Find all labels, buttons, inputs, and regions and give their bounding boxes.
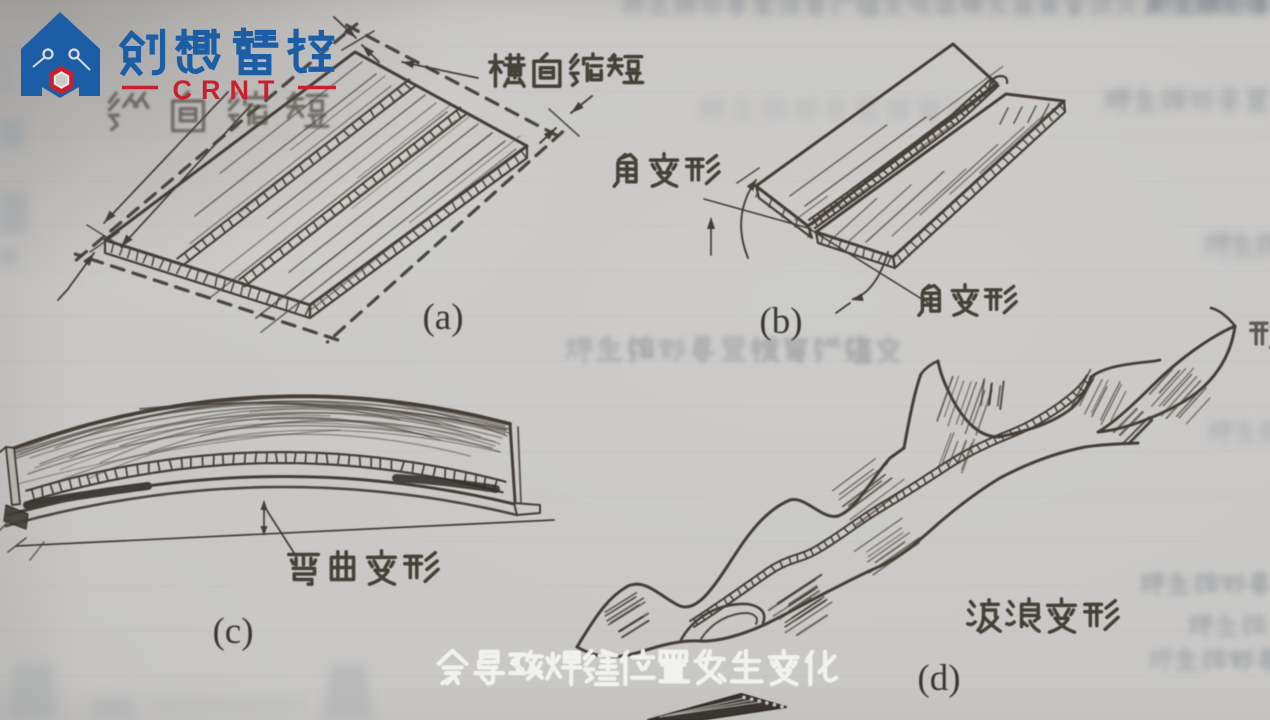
svg-text:(d): (d) bbox=[917, 658, 960, 699]
svg-text:(a): (a) bbox=[422, 297, 463, 338]
svg-text:(b): (b) bbox=[759, 301, 802, 342]
svg-text:CRNT: CRNT bbox=[173, 75, 284, 105]
svg-text:(c): (c) bbox=[212, 611, 253, 652]
